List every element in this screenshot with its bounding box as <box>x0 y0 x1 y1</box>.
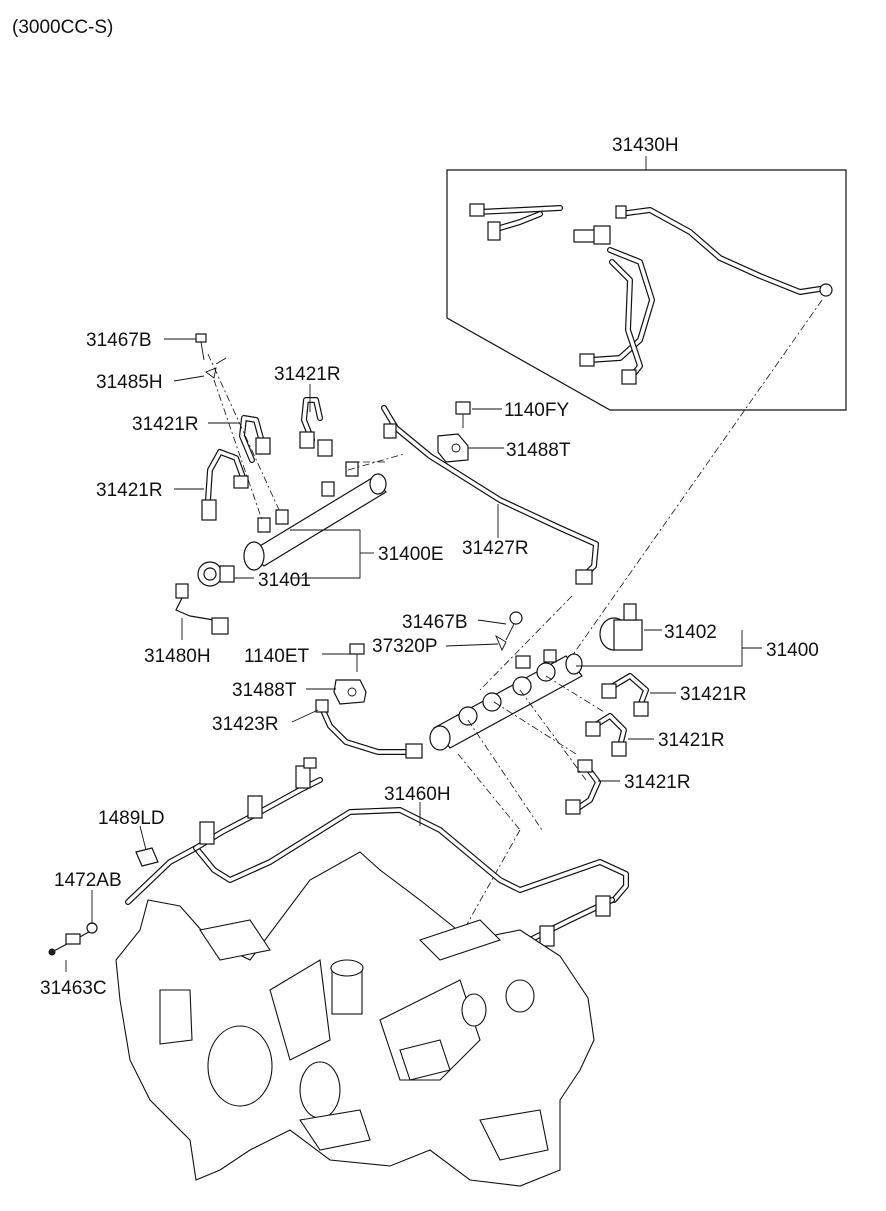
label-31485H[interactable]: 31485H <box>96 372 163 393</box>
label-31467B-mid[interactable]: 31467B <box>402 612 468 633</box>
engine-block <box>115 851 595 1187</box>
label-31430H[interactable]: 31430H <box>612 135 679 156</box>
right-fuel-rail-assembly <box>315 595 649 991</box>
label-31421R-r2[interactable]: 31421R <box>658 730 725 751</box>
part-labels: 31467B 31485H 31421R 31421R 31421R 1140F… <box>40 330 819 999</box>
label-31427R[interactable]: 31427R <box>462 538 529 559</box>
variant-title: (3000CC-S) <box>12 17 113 38</box>
label-31423R[interactable]: 31423R <box>212 714 279 735</box>
fuel-hose-assembly-inset: 31430H <box>446 135 847 411</box>
label-31401[interactable]: 31401 <box>258 570 311 591</box>
label-31463C[interactable]: 31463C <box>40 978 107 999</box>
label-1140FY[interactable]: 1140FY <box>504 400 569 421</box>
label-31400[interactable]: 31400 <box>766 640 819 661</box>
label-31421R-r1[interactable]: 31421R <box>680 684 747 705</box>
label-31460H[interactable]: 31460H <box>384 784 451 805</box>
label-31488T-top[interactable]: 31488T <box>506 440 571 461</box>
label-31480H[interactable]: 31480H <box>144 646 211 667</box>
label-31400E[interactable]: 31400E <box>378 544 444 565</box>
leader-lines <box>65 338 762 972</box>
label-31421R-a[interactable]: 31421R <box>132 414 199 435</box>
label-31467B-top[interactable]: 31467B <box>86 330 152 351</box>
label-31488T-mid[interactable]: 31488T <box>232 680 297 701</box>
upper-bracket-bolt <box>437 401 471 463</box>
pipe-31427R <box>381 405 599 585</box>
label-31421R-top[interactable]: 31421R <box>274 364 341 385</box>
label-31402[interactable]: 31402 <box>664 622 717 643</box>
label-31421R-b[interactable]: 31421R <box>96 480 163 501</box>
label-1472AB[interactable]: 1472AB <box>54 870 122 891</box>
label-1489LD[interactable]: 1489LD <box>98 808 165 829</box>
label-37320P[interactable]: 37320P <box>372 636 438 657</box>
left-fuel-rail-assembly <box>175 333 405 635</box>
label-1140ET[interactable]: 1140ET <box>244 646 310 667</box>
label-31421R-r3[interactable]: 31421R <box>624 772 691 793</box>
